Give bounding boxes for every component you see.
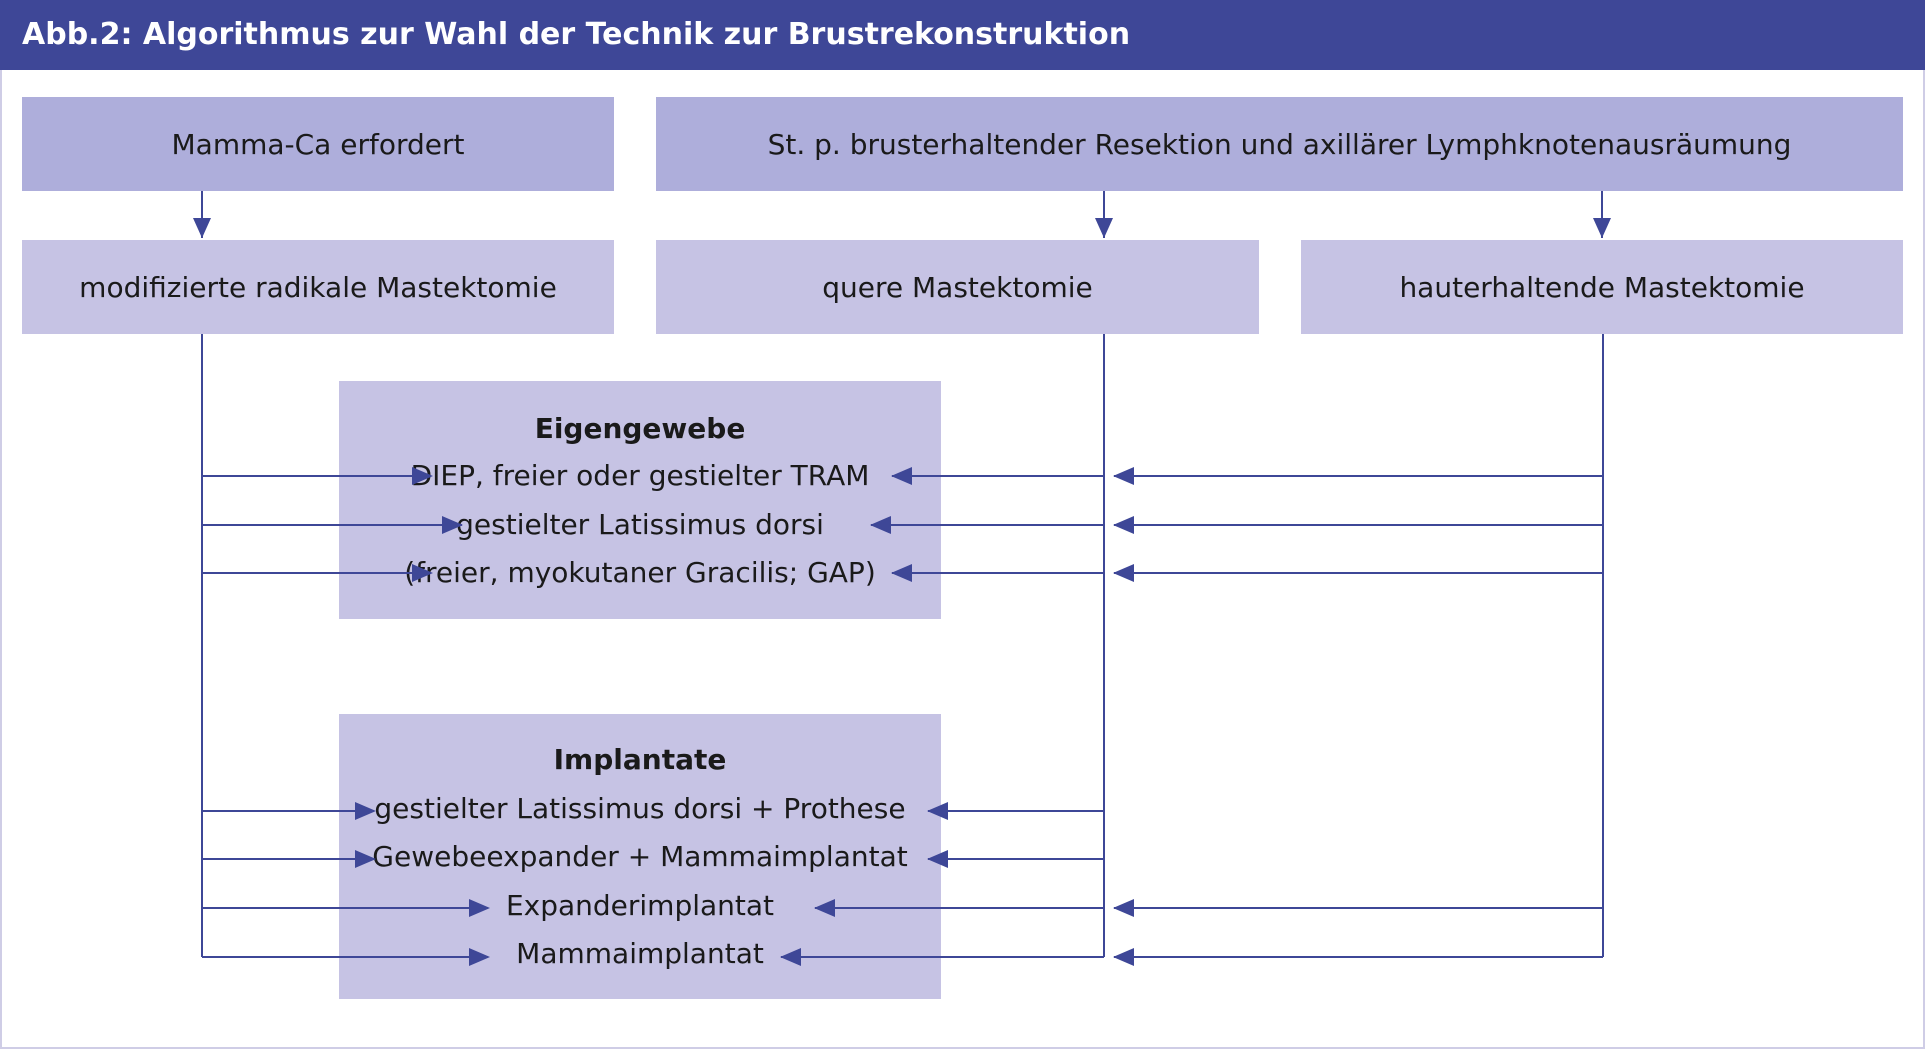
arrowhead-right-trunk-expanderimplantat: [1113, 899, 1134, 917]
own-tissue-item-gracilis: (freier, myokutaner Gracilis; GAP): [404, 556, 876, 589]
implant-item-expanderimplantat: Expanderimplantat: [505, 889, 775, 922]
arrowhead-right-trunk-latissimus: [1113, 516, 1134, 534]
box-skin-sparing-mastectomy-label: hauterhaltende Mastektomie: [1399, 270, 1805, 304]
box-status-post-resection: St. p. brusterhaltender Resektion und ax…: [656, 97, 1903, 191]
figure-title: Abb.2: Algorithmus zur Wahl der Technik …: [22, 17, 1131, 52]
arrowhead-down-transverse: [1095, 218, 1113, 238]
arrowhead-right-gracilis: [412, 564, 433, 582]
group-own-tissue: Eigengewebe DIEP, freier oder gestielter…: [339, 381, 941, 619]
implant-item-expander-implant: Gewebeexpander + Mammaimplantat: [372, 840, 908, 873]
arrowhead-right-latissimus: [442, 516, 463, 534]
box-mamma-ca: Mamma-Ca erfordert: [22, 97, 614, 191]
arrowheads: [193, 218, 1611, 966]
arrowhead-right-trunk-mammaimplantat: [1113, 948, 1134, 966]
arrowhead-right-trunk-diep: [1113, 467, 1134, 485]
box-radical-mastectomy-label: modifizierte radikale Mastektomie: [79, 270, 557, 304]
implant-item-latissimus-prosthesis: gestielter Latissimus dorsi + Prothese: [374, 792, 906, 825]
box-mamma-ca-label: Mamma-Ca erfordert: [171, 127, 465, 161]
arrowhead-left-mammaimplantat: [780, 948, 801, 966]
arrowhead-right-expanderimplantat: [469, 899, 490, 917]
arrowhead-left-lat-prosthesis: [927, 802, 948, 820]
arrowhead-left-gracilis: [891, 564, 912, 582]
arrowhead-left-expanderimplantat: [814, 899, 835, 917]
arrowhead-down-skin-sparing: [1593, 218, 1611, 238]
figure-header: Abb.2: Algorithmus zur Wahl der Technik …: [0, 0, 1925, 70]
arrowhead-right-trunk-gracilis: [1113, 564, 1134, 582]
arrowhead-left-expander-implant: [927, 850, 948, 868]
group-implants-title: Implantate: [553, 743, 727, 776]
group-implants: Implantate gestielter Latissimus dorsi +…: [339, 714, 941, 999]
box-radical-mastectomy: modifizierte radikale Mastektomie: [22, 240, 614, 334]
box-status-post-resection-label: St. p. brusterhaltender Resektion und ax…: [767, 127, 1792, 161]
group-own-tissue-title: Eigengewebe: [534, 412, 746, 445]
arrowhead-down-radical: [193, 218, 211, 238]
arrowhead-left-latissimus: [870, 516, 891, 534]
own-tissue-item-latissimus: gestielter Latissimus dorsi: [456, 508, 824, 541]
box-skin-sparing-mastectomy: hauterhaltende Mastektomie: [1301, 240, 1903, 334]
box-transverse-mastectomy-label: quere Mastektomie: [822, 270, 1093, 304]
implant-item-mammaimplantat: Mammaimplantat: [516, 937, 764, 970]
arrowhead-right-diep: [412, 467, 433, 485]
arrowhead-right-expander-implant: [355, 850, 376, 868]
arrowhead-right-lat-prosthesis: [355, 802, 376, 820]
arrowhead-right-mammaimplantat: [469, 948, 490, 966]
arrowhead-left-diep: [891, 467, 912, 485]
own-tissue-item-diep: DIEP, freier oder gestielter TRAM: [410, 459, 870, 492]
box-transverse-mastectomy: quere Mastektomie: [656, 240, 1259, 334]
